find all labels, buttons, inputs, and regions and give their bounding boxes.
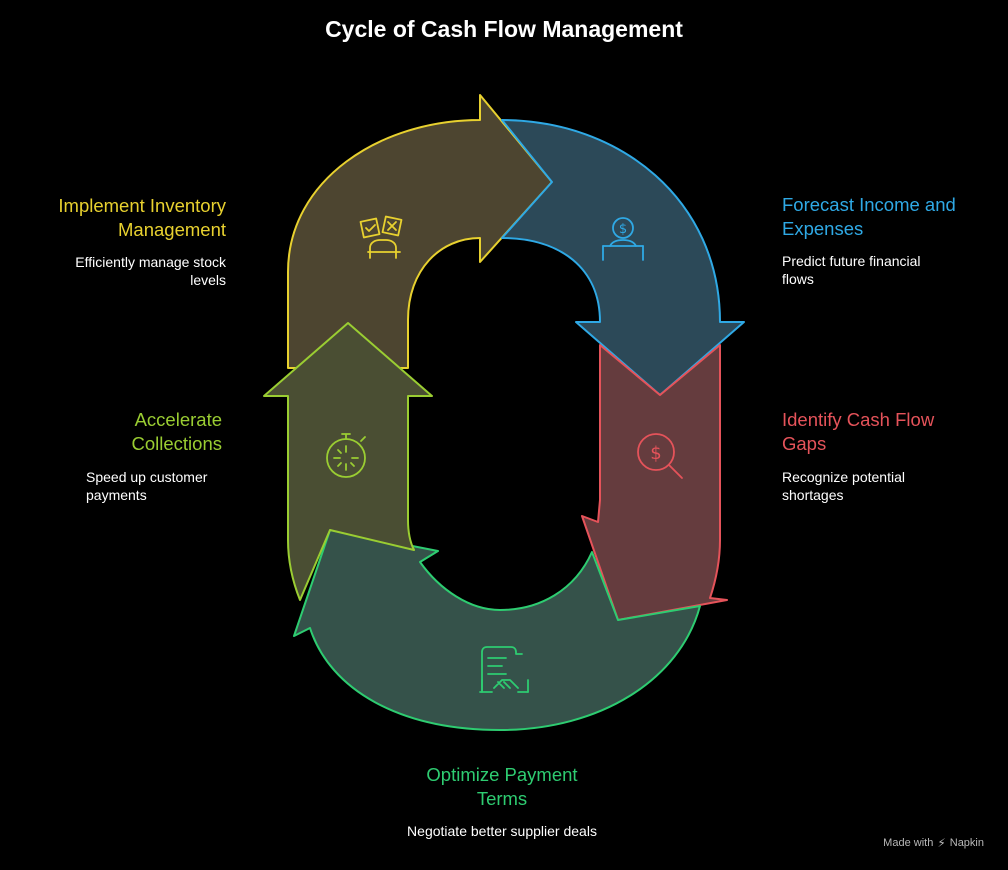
diagram-title: Cycle of Cash Flow Management [325, 16, 683, 42]
step-identify-description: Recognize potential shortages [782, 469, 905, 503]
made-with-napkin-footer: Made with ⚡ Napkin [883, 836, 984, 850]
optimize-segment [293, 529, 701, 731]
piggy-bank-coin-icon: $ [602, 217, 644, 261]
made-with-text: Made with [883, 837, 934, 849]
accelerate-segment [263, 322, 433, 601]
step-forecast-description: Predict future financial flows [782, 253, 921, 287]
step-inventory-description: Efficiently manage stock levels [75, 254, 226, 288]
step-identify-label: Identify Cash Flow Gaps [782, 409, 935, 454]
forecast-segment [501, 119, 745, 396]
step-inventory-label: Implement Inventory Management [58, 195, 226, 240]
step-accelerate-label: Accelerate Collections [131, 409, 223, 454]
napkin-logo-icon: ⚡ [937, 836, 946, 850]
step-optimize-label: Optimize Payment Terms [426, 764, 578, 809]
step-forecast-label: Forecast Income and Expenses [782, 194, 956, 239]
step-optimize-description: Negotiate better supplier deals [407, 823, 597, 839]
svg-text:$: $ [650, 443, 661, 464]
inventory-boxes-icon [359, 215, 403, 259]
inventory-segment [287, 94, 553, 369]
contract-handshake-icon [479, 646, 529, 693]
dollar-magnifier-icon: $ [637, 433, 683, 479]
stopwatch-icon [326, 433, 366, 478]
identify-segment [581, 344, 728, 621]
svg-text:$: $ [619, 222, 627, 237]
napkin-brand-text: Napkin [949, 837, 984, 849]
step-accelerate-description: Speed up customer payments [86, 469, 208, 503]
